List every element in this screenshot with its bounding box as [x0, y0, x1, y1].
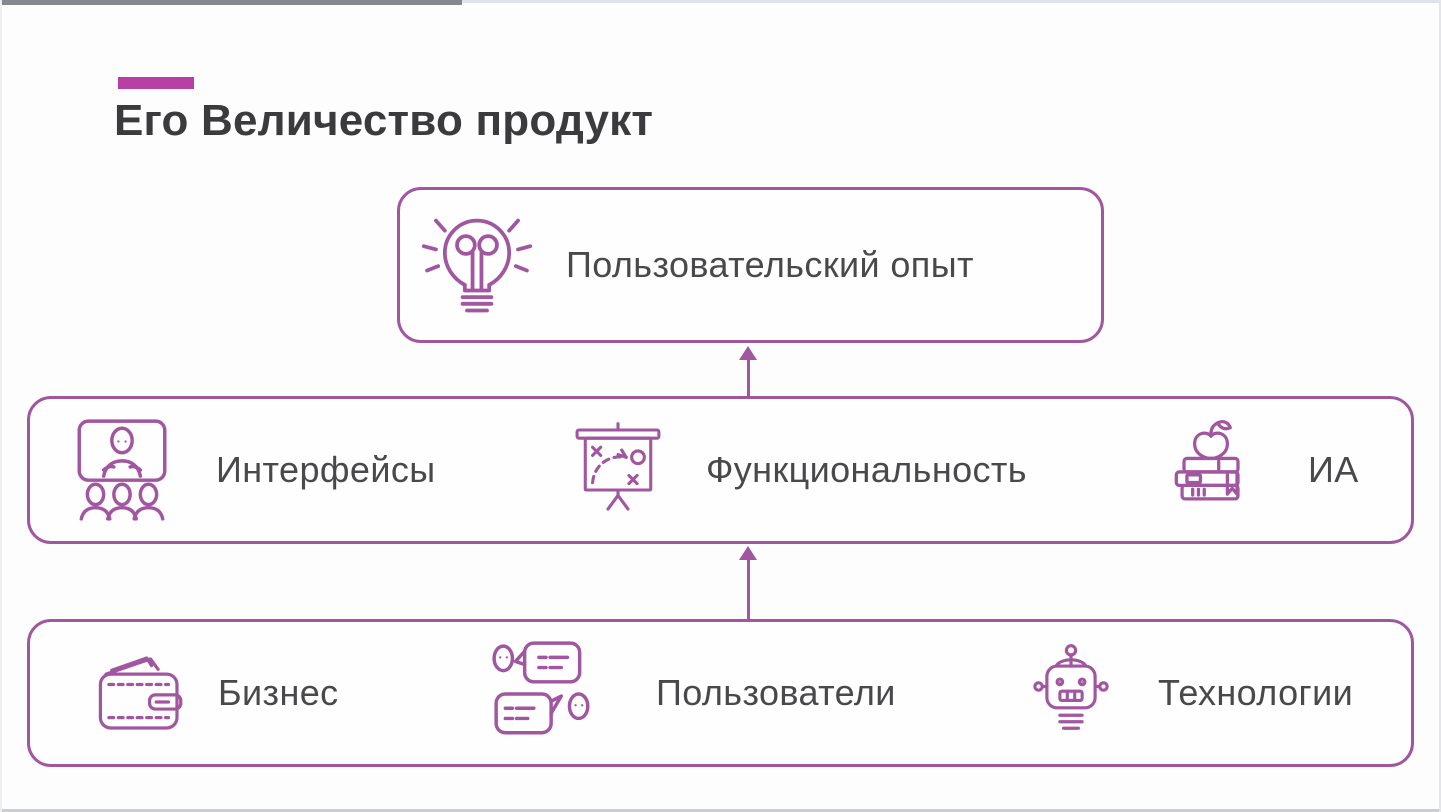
robot-icon [1020, 642, 1122, 744]
item-business: Бизнес [90, 622, 339, 764]
frame-top-line [0, 0, 1441, 3]
presentation-audience-icon [66, 414, 178, 526]
arrow-head-icon [739, 546, 757, 560]
arrow-line [746, 560, 750, 619]
title-accent-bar [118, 77, 194, 89]
box-user-experience: Пользовательский опыт [397, 187, 1104, 343]
box-label: Пользовательский опыт [566, 244, 974, 285]
speech-bubbles-icon [488, 637, 600, 749]
item-functionality: Функциональность [568, 399, 1027, 541]
item-label: Функциональность [706, 449, 1027, 490]
page-title: Его Величество продукт [114, 96, 654, 145]
item-label: Интерфейсы [216, 449, 436, 490]
item-label: ИА [1308, 449, 1359, 490]
idea-lightbulb-icon [416, 204, 538, 326]
arrow-middle-to-top [739, 346, 757, 398]
strategy-board-icon [568, 420, 668, 520]
frame-top-dark-segment [0, 0, 462, 5]
item-technologies: Технологии [1020, 622, 1353, 764]
frame-right-line [1439, 0, 1441, 812]
books-apple-icon [1158, 417, 1264, 523]
item-users: Пользователи [488, 622, 896, 764]
arrow-bottom-to-middle [739, 546, 757, 619]
item-label: Бизнес [218, 672, 339, 713]
item-label: Технологии [1158, 672, 1354, 713]
item-label: Пользователи [656, 672, 896, 713]
item-interfaces: Интерфейсы [66, 399, 436, 541]
frame-bottom-line [0, 809, 1441, 812]
arrow-line [746, 360, 750, 398]
item-information-architecture: ИА [1158, 399, 1359, 541]
wallet-icon [90, 641, 194, 745]
arrow-head-icon [739, 346, 757, 360]
box-foundation-layer: Бизнес Пользователи [27, 619, 1414, 767]
frame-left-line [0, 0, 2, 812]
box-product-layer: Интерфейсы Функциональность [27, 396, 1414, 544]
